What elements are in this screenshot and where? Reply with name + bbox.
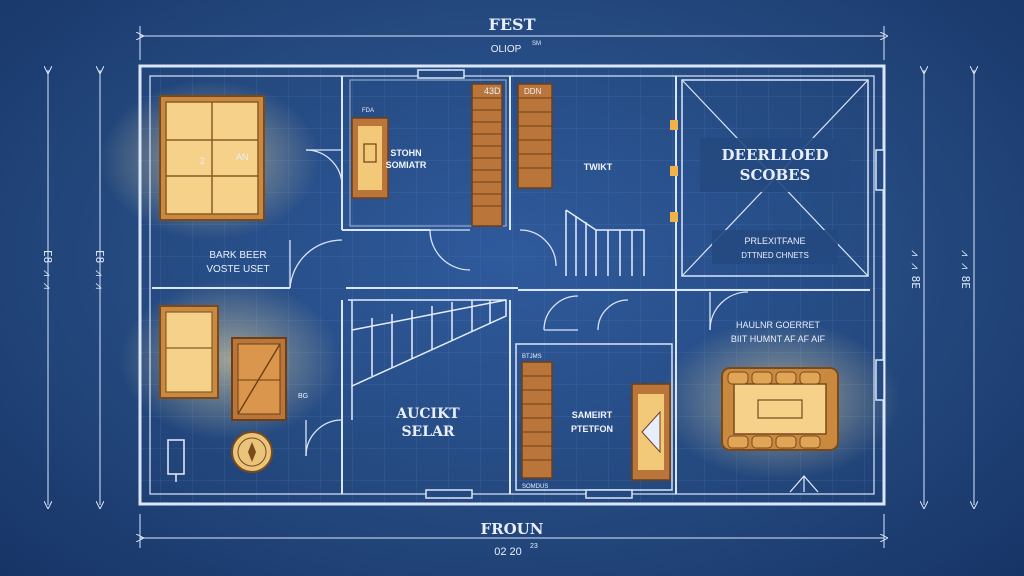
bed-icon (159, 95, 265, 221)
side-left-col1: E8 ⩘ ⩘ (41, 250, 54, 289)
room-haulnr-line2: BIIT HUMNT AF AF AIF (731, 334, 826, 344)
title-sub: OLIOP (491, 44, 522, 55)
stair-icon (517, 83, 553, 189)
room-bark-line2: VOSTE USET (206, 264, 269, 275)
wall-accent (670, 120, 678, 130)
label-backdrop (712, 230, 838, 264)
footer-main: FROUN (481, 520, 544, 538)
room-deerllod-line1: DEERLLOED (722, 146, 829, 164)
dining-table-icon (721, 367, 839, 451)
room-twikt-tag: DDN (524, 87, 542, 96)
windows (417, 69, 885, 499)
room-deerllod-line2: SCOBES (740, 166, 811, 184)
sink-icon (631, 383, 671, 481)
room-sameirt-tag: BTJMS (522, 354, 542, 360)
room-auckt-side-mark: BG (298, 393, 308, 400)
sink-icon (351, 117, 389, 199)
room-twikt-line1: TWIKT (584, 162, 613, 172)
room-storn-line1: STOHN (390, 148, 421, 158)
doors (289, 149, 749, 457)
bed-mark-2: AN (236, 152, 249, 162)
stair-icon (348, 299, 507, 420)
label-backdrop (700, 138, 850, 192)
stair-icon (565, 209, 645, 276)
bed-mark: 2 (200, 156, 205, 166)
stair-tag: 43D (484, 86, 501, 96)
room-sameirt-line2: PTETFON (571, 424, 613, 434)
room-storn-tag: FDA (362, 108, 374, 114)
compass-seal-icon (231, 431, 273, 473)
room-haulnr-line1: HAULNR GOERRET (736, 320, 821, 330)
plant-icon (789, 475, 819, 493)
crate-icon (231, 337, 287, 421)
room-auckt-line2: SELAR (401, 424, 454, 440)
stair-icon (471, 83, 503, 227)
room-sameirt-shelf-tag: SOMDUS (522, 484, 548, 490)
footer-sub-sup: 23 (530, 543, 538, 550)
stair-icon (521, 361, 553, 479)
side-right-col2: ⩘ ⩘ 8E (959, 250, 972, 289)
room-auckt-line1: AUCIKT (395, 406, 460, 422)
footer-sub: 02 20 (494, 546, 522, 558)
dimension-lines (48, 26, 974, 548)
side-right-col1: ⩘ ⩘ 8E (909, 250, 922, 289)
title-sub-sup: SM (532, 41, 541, 47)
wall-accent (670, 166, 678, 176)
side-left-col2: E8 ⩘ ⩘ (93, 250, 106, 289)
light-glow (120, 280, 340, 440)
walls (138, 64, 886, 506)
toilet-icon (167, 439, 185, 482)
wall-accent (670, 212, 678, 222)
room-storn-line2: SOMIATR (386, 160, 427, 170)
wardrobe-icon (159, 305, 219, 399)
room-bark-line1: BARK BEER (209, 250, 266, 261)
title-main: FEST (488, 15, 535, 34)
room-sameirt-line1: SAMEIRT (572, 410, 613, 420)
room-deerllod-line3: PRLEXITFANE (744, 236, 805, 246)
room-deerllod-line4: DTTNED CHNETS (741, 251, 809, 260)
